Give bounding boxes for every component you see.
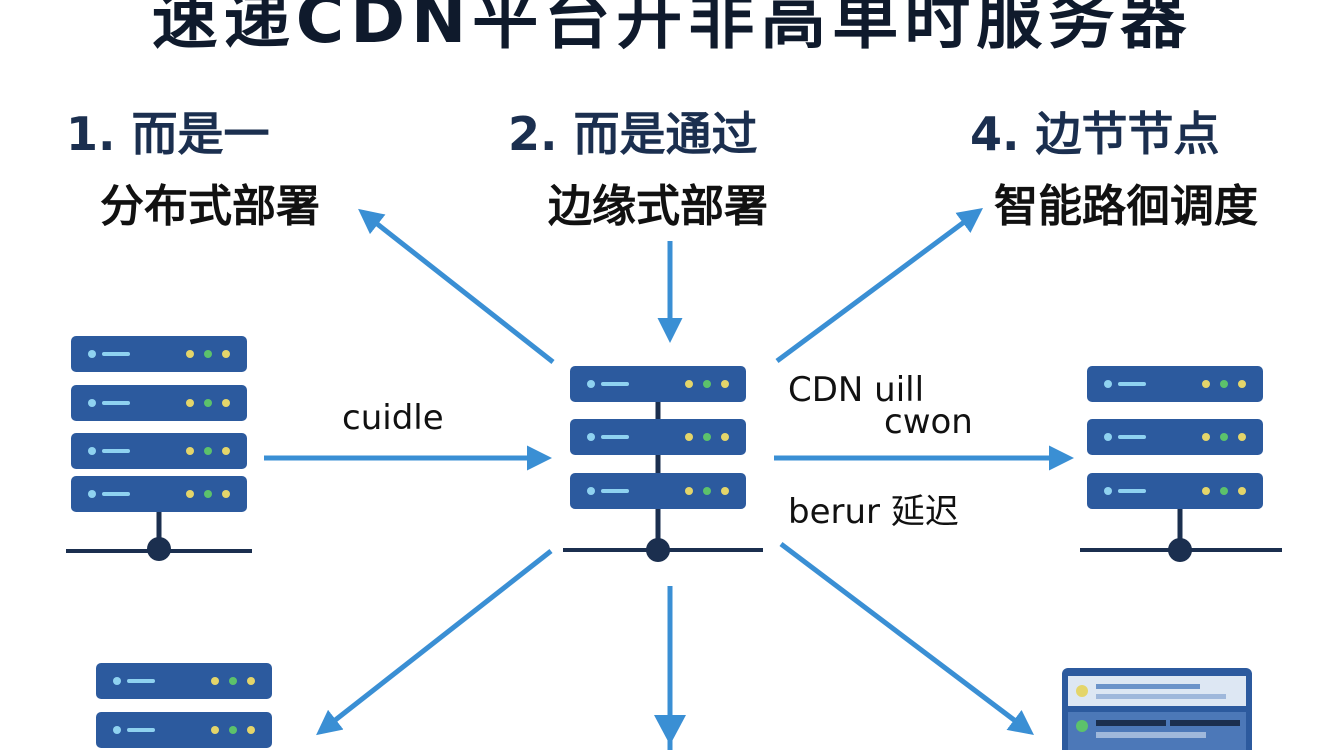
edge-label-right-below: berur 延迟 [788, 492, 959, 532]
edge-label-right-line1: CDN uill [788, 370, 925, 410]
server-rack-icon [563, 366, 763, 562]
step-1-subtitle: 分布式部署 [100, 181, 320, 232]
step-4-heading: 4. 边节节点 [970, 107, 1220, 161]
arrow-icon [779, 542, 1034, 736]
edge-label-left: cuidle [342, 398, 444, 438]
edge-label-right-line2: cwon [884, 402, 973, 442]
arrow-icon [775, 208, 984, 364]
browser-window-icon [1062, 668, 1252, 750]
server-rack-icon [66, 336, 252, 561]
arrow-icon [316, 549, 553, 736]
step-4-subtitle: 智能路徊调度 [994, 181, 1258, 232]
page-title: 速递CDN平台开非高单时服务器 [151, 0, 1193, 58]
step-2-subtitle: 边缘式部署 [548, 181, 768, 232]
step-1-heading: 1. 而是一 [66, 107, 270, 161]
server-rack-icon [96, 663, 272, 748]
arrow-icon [654, 715, 686, 745]
step-2-heading: 2. 而是通过 [508, 107, 758, 161]
arrow-icon [358, 208, 555, 364]
server-rack-icon [1080, 366, 1282, 562]
